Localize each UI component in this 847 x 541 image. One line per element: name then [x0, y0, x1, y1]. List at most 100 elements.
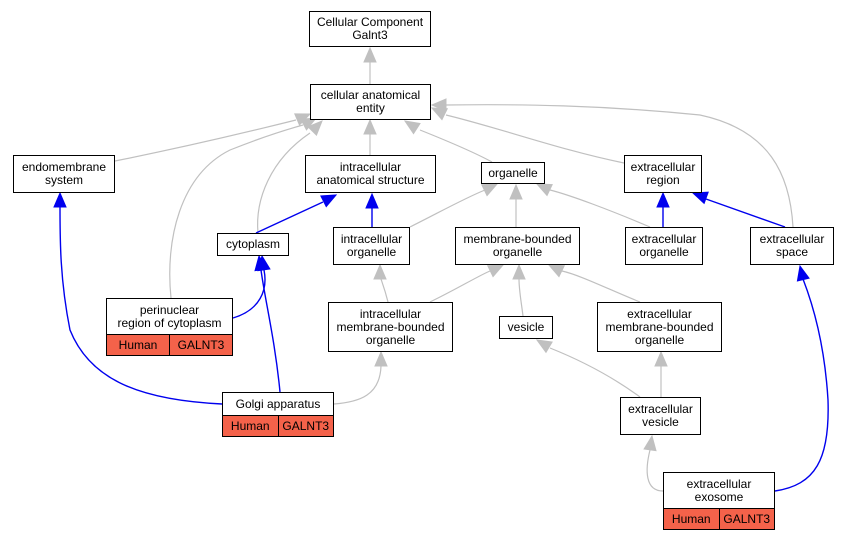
go-term-label-line: cytoplasm: [225, 237, 281, 251]
annotation-species: Human: [664, 509, 719, 529]
edge-imbo-to-mbo: [429, 264, 505, 303]
edge-ecs-to-ecr: [691, 191, 786, 228]
edge-eco-to-organelle-line: [549, 189, 651, 228]
go-term-label-line: organelle: [639, 245, 689, 259]
annotation-species: Human: [107, 335, 169, 355]
edge-ecr-to-cae: [430, 107, 625, 164]
edge-eco-to-ecr: [656, 191, 670, 227]
edge-ias-to-cae-arrowhead: [363, 118, 377, 135]
go-term-label-line: extracellular: [630, 160, 696, 174]
edge-ecv-to-vesicle-arrowhead: [535, 339, 553, 354]
edge-cyto-to-ias: [255, 194, 338, 234]
edge-mbo-to-organelle: [509, 183, 523, 227]
edge-organelle-to-cae-line: [419, 129, 493, 163]
edge-ecs-to-cae-line: [445, 104, 794, 228]
go-term-node-organelle[interactable]: organelle: [481, 162, 545, 184]
edge-golgi-to-imbo-line: [333, 365, 382, 405]
go-term-label-line: intracellular: [339, 160, 402, 174]
edge-io-to-ias: [365, 192, 379, 227]
edge-cyto-to-cae-line: [257, 132, 311, 234]
edge-exo-to-ecv-arrowhead: [643, 434, 657, 452]
edge-mbo-to-organelle-arrowhead: [509, 183, 523, 200]
edge-io-to-organelle-arrowhead: [480, 183, 499, 197]
go-term-label: Golgi apparatus: [223, 393, 333, 415]
edge-cyto-to-ias-line: [255, 201, 324, 234]
edge-golgi-to-cyto-line: [260, 269, 281, 393]
edge-peri-to-cae-line: [169, 124, 304, 299]
go-term-node-cyto[interactable]: cytoplasm: [217, 233, 289, 256]
edge-cyto-to-ias-arrowhead: [320, 194, 338, 208]
go-term-label-line: membrane-bounded: [605, 319, 714, 334]
go-term-label-line: extracellular: [628, 402, 693, 416]
go-term-label-line: organelle: [634, 332, 685, 347]
edge-cyto-to-cae: [257, 120, 323, 234]
edge-peri-to-cyto-arrowhead: [257, 254, 271, 272]
edge-ecr-to-cae-line: [445, 114, 625, 164]
edge-io-to-ias-arrowhead: [365, 192, 379, 209]
edge-organelle-to-cae: [403, 120, 493, 163]
go-term-label-line: perinuclear: [139, 302, 200, 317]
edge-exo-to-ecs-arrowhead: [796, 264, 810, 282]
edge-golgi-to-imbo-arrowhead: [374, 350, 388, 367]
edge-embo-to-mbo-arrowhead: [547, 264, 566, 278]
go-term-label-line: system: [44, 173, 83, 187]
go-term-label: vesicle: [500, 317, 552, 338]
go-term-label-line: extracellular: [627, 306, 692, 321]
go-term-label-line: Golgi apparatus: [235, 396, 321, 411]
edge-endo-to-cae: [114, 113, 312, 162]
edge-ecs-to-ecr-line: [705, 198, 786, 228]
go-term-label-line: Galnt3: [352, 28, 388, 42]
go-term-label-line: anatomical structure: [316, 173, 425, 187]
edge-imbo-to-io-arrowhead: [373, 263, 387, 280]
edge-embo-to-mbo-line: [561, 270, 641, 303]
edge-golgi-to-cyto: [254, 254, 281, 393]
annotation-species: Human: [223, 416, 278, 436]
go-term-label-line: organelle: [492, 245, 543, 259]
edge-eco-to-organelle: [535, 183, 651, 228]
edge-ecv-to-vesicle-line: [549, 347, 641, 398]
go-term-label-line: intracellular: [359, 306, 422, 321]
edge-eco-to-ecr-arrowhead: [656, 191, 670, 208]
go-term-label: organelle: [482, 163, 544, 183]
go-term-node-vesicle[interactable]: vesicle: [499, 316, 553, 339]
edge-ecv-to-vesicle: [535, 339, 641, 398]
edge-endo-to-cae-line: [114, 119, 297, 162]
go-term-label-line: Cellular Component: [316, 15, 424, 29]
go-term-label-line: membrane-bounded: [336, 319, 445, 334]
edge-organelle-to-cae-arrowhead: [403, 120, 421, 135]
edge-ecs-to-cae-arrowhead: [430, 98, 447, 112]
annotation-gene: GALNT3: [718, 509, 774, 529]
edge-peri-to-cae: [169, 117, 318, 299]
edge-exo-to-ecv: [643, 434, 664, 492]
edge-exo-to-ecs-line: [774, 278, 829, 492]
edge-peri-to-cyto-line: [232, 269, 266, 319]
edge-golgi-to-endo-line: [59, 206, 223, 405]
go-term-label: cytoplasm: [218, 234, 288, 255]
